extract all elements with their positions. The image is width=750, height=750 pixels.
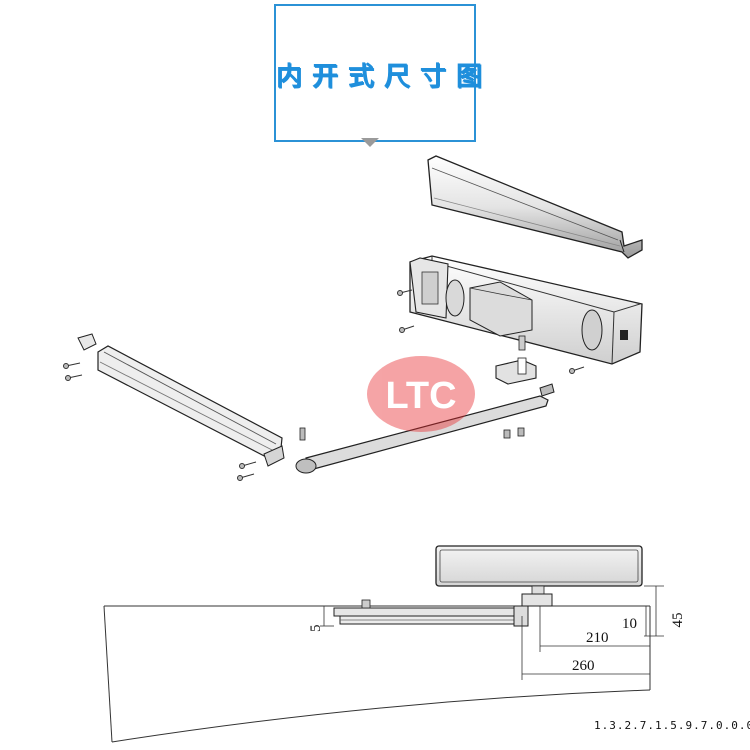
watermark-text: LTC [385,375,456,417]
dim-label-260: 260 [572,658,595,674]
ltc-watermark-logo: LTC [367,356,475,432]
screws-body [397,289,585,374]
page-title: 内开式尺寸图 [276,62,493,92]
title-pointer-icon [361,138,379,147]
cover-part [427,155,643,259]
operator-body [409,255,643,365]
bracket-part [495,335,555,397]
dim-label-10: 10 [622,616,637,632]
screws-rail [63,362,257,481]
elevation-drawing [103,545,664,743]
dim-label-210: 210 [586,630,609,646]
title-box: 内开式尺寸图 [274,4,493,142]
product-code: 1.3.2.7.1.5.9.7.0.0.0 [594,719,750,732]
dim-label-5: 5 [308,625,324,633]
drive-arm [295,395,549,474]
dim-label-45: 45 [670,613,686,628]
track-rail [77,333,285,467]
